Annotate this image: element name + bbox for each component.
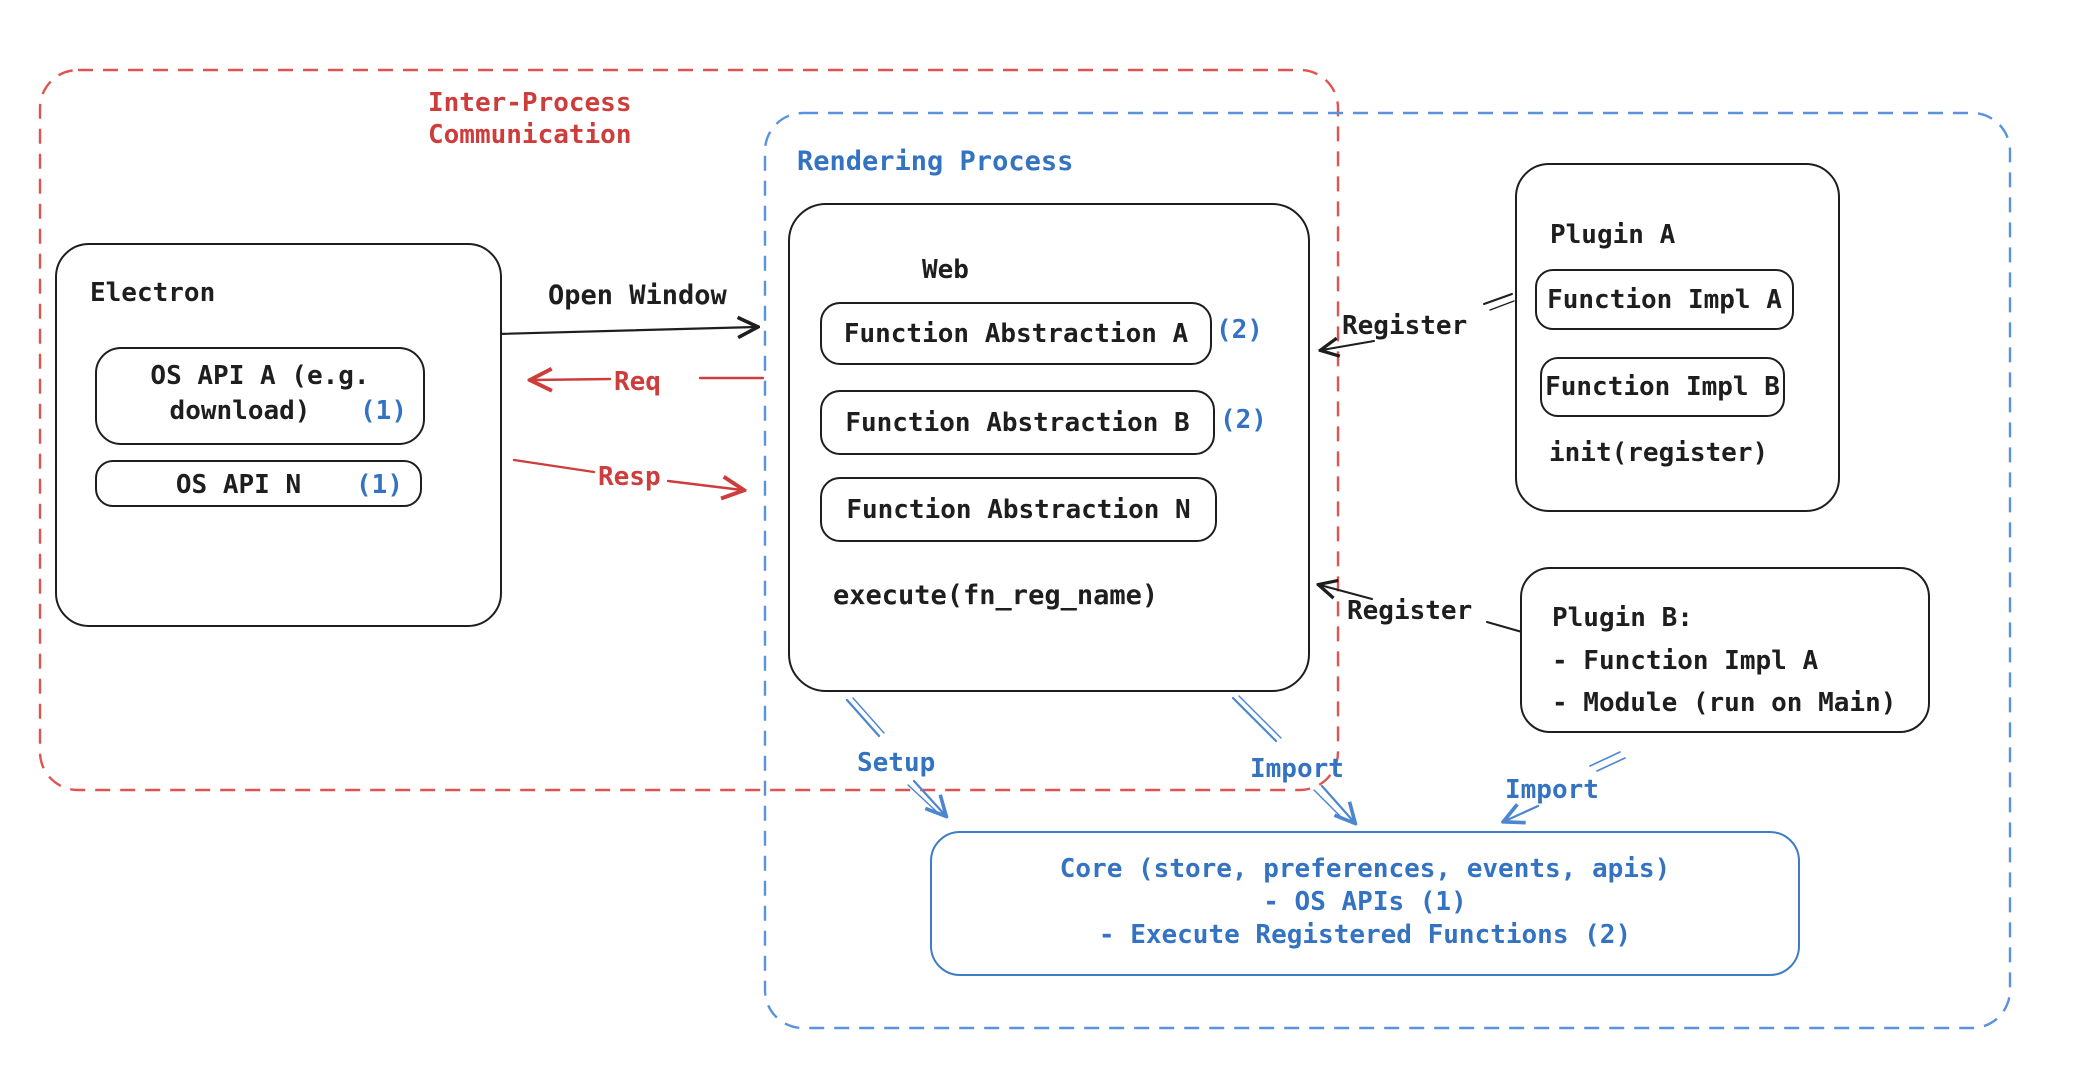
import-plugin-arrow [1505,751,1626,821]
rendering-region-border [763,111,2012,1030]
function-abstraction-n-box: Function Abstraction N [820,477,1217,542]
electron-title: Electron [90,278,216,308]
import-web-arrow [1231,695,1354,822]
os-api-n-badge: (1) [356,470,403,500]
core-box: Core (store, preferences, events, apis) … [930,831,1800,976]
ipc-region-border [38,68,1340,792]
core-line3: - Execute Registered Functions (2) [1098,920,1632,950]
import-plugin-label: Import [1505,775,1599,805]
web-box: Web Function Abstraction A Function Abst… [788,203,1310,692]
function-impl-b-box: Function Impl B [1540,357,1785,417]
open-window-label: Open Window [548,280,727,311]
os-api-n-label: OS API N [175,470,302,500]
os-api-a-line2: download) [169,396,311,426]
plugin-a-title: Plugin A [1550,220,1676,250]
os-api-a-badge: (1) [360,396,407,426]
resp-label: Resp [598,462,661,492]
setup-label: Setup [857,748,936,778]
core-line1: Core (store, preferences, events, apis) [1059,854,1671,884]
req-label: Req [614,367,661,397]
function-abstraction-b-box: Function Abstraction B [820,390,1215,455]
ipc-label-line2: Communication [428,120,632,150]
setup-arrow [845,697,945,815]
rendering-region-label: Rendering Process [797,146,1074,177]
function-abstraction-b-badge: (2) [1220,405,1267,435]
register-top-label: Register [1342,311,1468,341]
os-api-n-box: OS API N (1) [95,460,422,507]
register-bottom-arrow [1320,585,1523,633]
register-top-arrow [1322,293,1515,350]
electron-box: Electron OS API A (e.g. download) (1) OS… [55,243,502,627]
resp-arrow [512,458,742,490]
plugin-b-box: Plugin B: - Function Impl A - Module (ru… [1520,567,1930,733]
plugin-b-item2: - Module (run on Main) [1552,688,1897,718]
open-window-arrow [495,327,756,334]
function-abstraction-a-badge: (2) [1216,315,1263,345]
os-api-a-line1: OS API A (e.g. [150,361,370,391]
plugin-a-box: Plugin A Function Impl A Function Impl B… [1515,163,1840,512]
plugin-b-title: Plugin B: [1552,603,1693,633]
register-bottom-label: Register [1347,596,1473,626]
ipc-label-line1: Inter-Process [428,88,632,118]
import-web-label: Import [1250,754,1344,784]
req-arrow [532,378,765,380]
function-impl-a-box: Function Impl A [1535,269,1794,330]
web-title: Web [922,255,969,285]
core-line2: - OS APIs (1) [1263,887,1467,917]
execute-label: execute(fn_reg_name) [833,580,1159,611]
os-api-a-box: OS API A (e.g. download) (1) [95,347,425,445]
plugin-b-item1: - Function Impl A [1552,646,1819,676]
function-abstraction-a-box: Function Abstraction A [820,302,1212,365]
init-register-label: init(register) [1549,438,1769,468]
